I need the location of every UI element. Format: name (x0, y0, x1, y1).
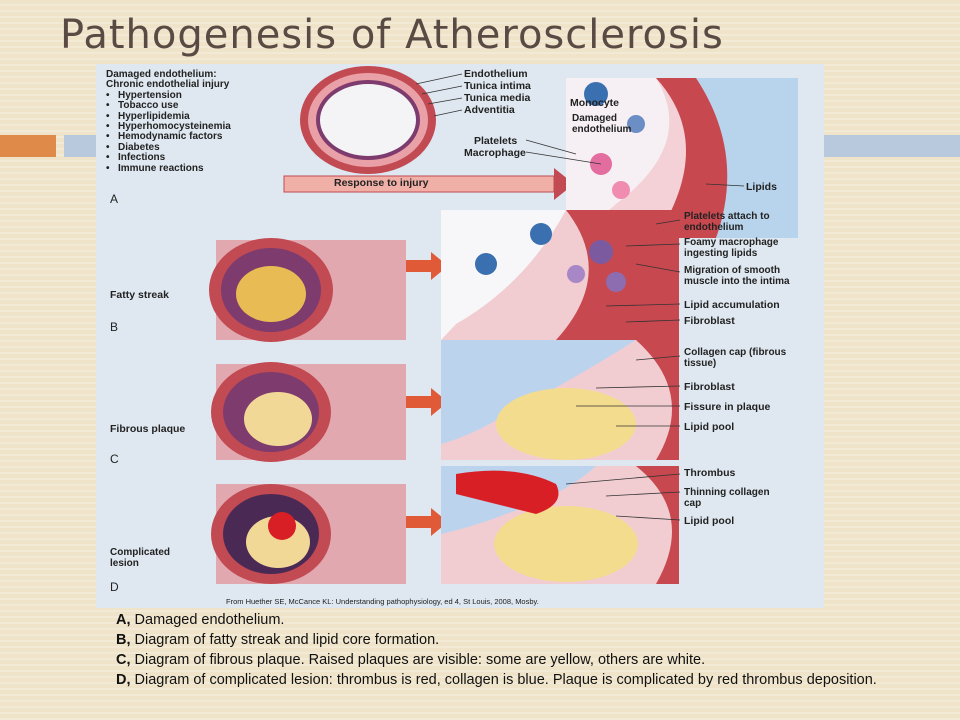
injury-causes-list: Damaged endothelium: Chronic endothelial… (106, 69, 231, 175)
source-credit: From Huether SE, McCance KL: Understandi… (226, 597, 539, 606)
stage-name-fatty-streak: Fatty streak (110, 289, 169, 301)
cause-item: Infections (106, 152, 231, 164)
label-monocyte: Monocyte (570, 97, 620, 109)
causes-heading-line-2: Chronic endothelial injury (106, 79, 230, 91)
caption-letter: A, (116, 612, 131, 628)
label-tunica-intima: Tunica intima (464, 80, 531, 92)
vessel-tube-c (211, 362, 448, 462)
label-foamy-macrophage: Foamy macrophage ingesting lipids (684, 237, 779, 259)
label-macrophage: Macrophage (464, 147, 526, 159)
stage-letter-a: A (110, 192, 119, 206)
stage-letter-c: C (110, 452, 119, 466)
stage-name-fibrous-plaque: Fibrous plaque (110, 423, 186, 435)
cause-item: Diabetes (106, 142, 231, 154)
figure-caption: A, Damaged endothelium. B, Diagram of fa… (116, 610, 896, 690)
label-fissure-in-plaque: Fissure in plaque (684, 401, 771, 413)
causes-heading-line-1: Damaged endothelium: (106, 69, 217, 80)
panel-d-magnified (441, 466, 679, 584)
atherosclerosis-diagram: Damaged endothelium: Chronic endothelial… (96, 64, 824, 608)
stage-name-complicated-lesion: Complicated lesion (110, 547, 171, 569)
label-damaged-endothelium: Damaged endothelium (572, 113, 632, 135)
stage-letter-b: B (110, 320, 119, 334)
caption-letter: C, (116, 652, 131, 668)
accent-bar-orange (0, 135, 56, 157)
cause-item: Immune reactions (106, 163, 231, 175)
label-platelets-attach: Platelets attach to endothelium (684, 211, 770, 233)
label-thinning-collagen-cap: Thinning collagen cap (684, 487, 770, 509)
label-fibroblast-b: Fibroblast (684, 315, 735, 327)
cause-item: Hyperlipidemia (106, 111, 231, 123)
label-fibroblast-c: Fibroblast (684, 381, 735, 393)
label-lipid-pool-d: Lipid pool (684, 515, 735, 527)
cause-item: Hyperhomocysteinemia (106, 121, 231, 133)
label-lipid-pool-c: Lipid pool (684, 421, 735, 433)
panel-b-magnified (441, 210, 679, 340)
caption-text: Damaged endothelium. (130, 612, 285, 628)
response-to-injury-arrow (283, 168, 574, 200)
cause-item: Hypertension (106, 90, 231, 102)
caption-line-a: A, Damaged endothelium. (116, 610, 896, 630)
stage-letter-d: D (110, 580, 119, 594)
caption-text: Diagram of complicated lesion: thrombus … (130, 672, 877, 688)
label-lipid-accumulation: Lipid accumulation (684, 299, 780, 311)
label-tunica-media: Tunica media (464, 92, 531, 104)
diagram-artwork (209, 66, 798, 584)
cause-item: Tobacco use (106, 100, 231, 112)
caption-line-d: D, Diagram of complicated lesion: thromb… (116, 670, 896, 690)
caption-letter: B, (116, 632, 131, 648)
cause-item: Hemodynamic factors (106, 132, 231, 144)
leader-lines (415, 73, 745, 521)
vessel-tube-b (209, 238, 448, 342)
vessel-tube-d (211, 484, 448, 584)
label-platelets: Platelets (474, 135, 518, 147)
caption-text: Diagram of fatty streak and lipid core f… (130, 632, 440, 648)
slide-title: Pathogenesis of Atherosclerosis (60, 12, 724, 58)
panel-c-magnified (441, 340, 679, 460)
caption-letter: D, (116, 672, 131, 688)
label-lipids: Lipids (746, 181, 777, 193)
caption-line-c: C, Diagram of fibrous plaque. Raised pla… (116, 650, 896, 670)
label-migration-smooth-muscle: Migration of smooth muscle into the inti… (684, 265, 790, 287)
label-adventitia: Adventitia (464, 104, 515, 116)
vessel-cross-section-a (300, 66, 436, 174)
caption-line-b: B, Diagram of fatty streak and lipid cor… (116, 630, 896, 650)
response-to-injury-label: Response to injury (334, 177, 429, 189)
label-thrombus: Thrombus (684, 467, 736, 479)
label-collagen-cap: Collagen cap (fibrous tissue) (684, 347, 787, 369)
caption-text: Diagram of fibrous plaque. Raised plaque… (130, 652, 706, 668)
label-endothelium: Endothelium (464, 68, 528, 80)
